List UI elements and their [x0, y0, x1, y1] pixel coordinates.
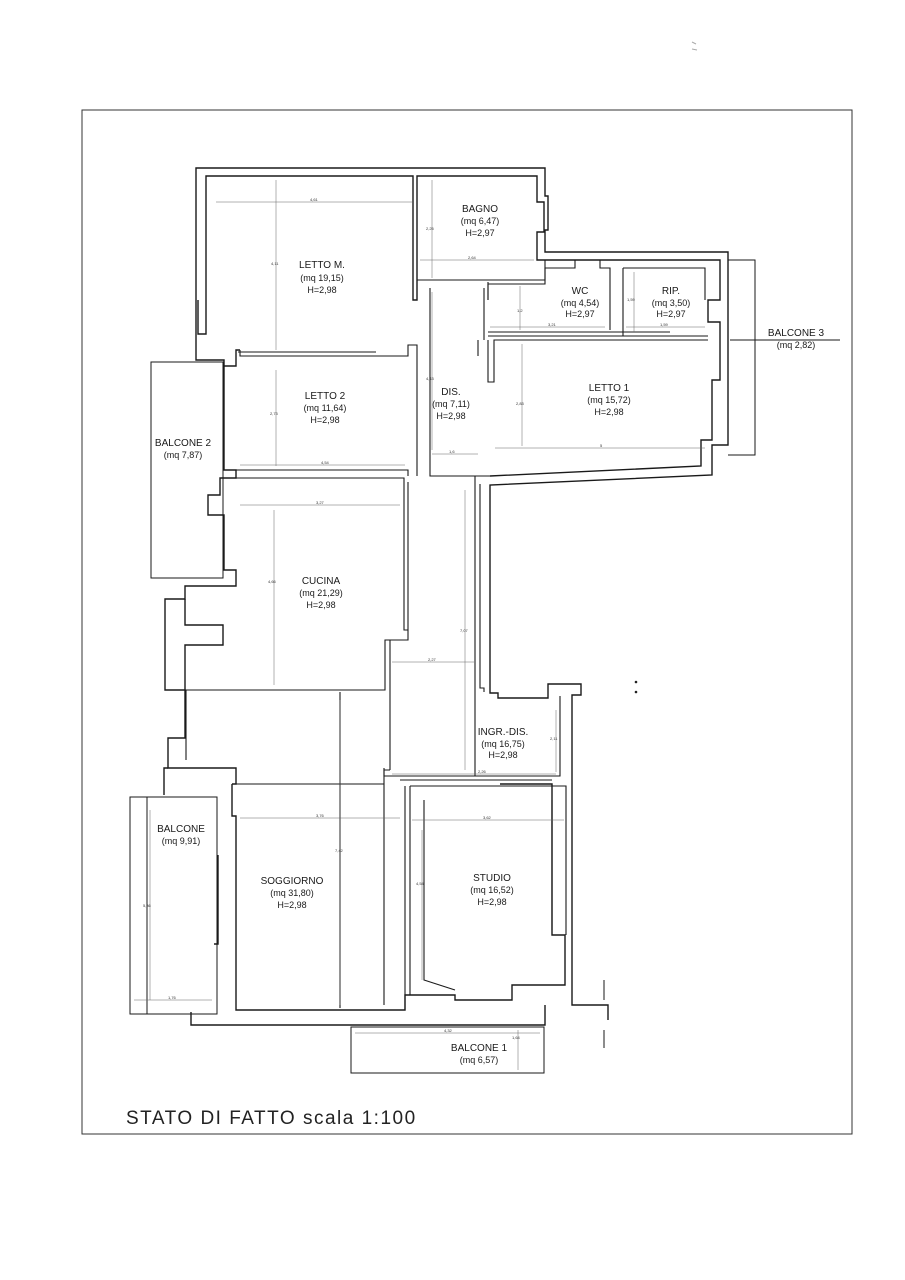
room-height: H=2,97 — [465, 228, 494, 238]
dim-ingr-h: 7,07 — [460, 628, 469, 633]
room-bagno: BAGNO (mq 6,47) H=2,97 — [461, 204, 500, 238]
dim-wc-w: 3,21 — [548, 322, 557, 327]
dim-letto-1-h: 2,83 — [516, 401, 525, 406]
room-height: H=2,97 — [565, 309, 594, 319]
room-name: STUDIO — [473, 873, 511, 884]
room-labels: LETTO M. (mq 19,15) H=2,98 BAGNO (mq 6,4… — [155, 204, 825, 1065]
room-balcone-2: BALCONE 2 (mq 7,87) — [155, 438, 212, 460]
dim-bagno-h: 2,25 — [426, 226, 435, 231]
room-dis: DIS. (mq 7,11) H=2,98 — [432, 387, 470, 421]
room-name: BALCONE 2 — [155, 438, 212, 449]
room-wc: WC (mq 4,54) H=2,97 — [561, 286, 600, 319]
balconies — [129, 259, 840, 1074]
room-area: (mq 4,54) — [561, 298, 600, 308]
room-height: H=2,98 — [306, 600, 335, 610]
room-area: (mq 31,80) — [270, 888, 314, 898]
balcone-2-outline — [150, 361, 224, 579]
room-height: H=2,98 — [277, 900, 306, 910]
dim-ingr-b-h: 2,11 — [550, 736, 558, 741]
room-area: (mq 11,64) — [304, 403, 347, 413]
dim-dis-w: 1,6 — [449, 449, 455, 454]
room-letto-1: LETTO 1 (mq 15,72) H=2,98 — [587, 383, 631, 417]
room-name: SOGGIORNO — [261, 876, 324, 887]
room-letto-2: LETTO 2 (mq 11,64) H=2,98 — [304, 391, 347, 425]
dim-studio-w: 3,62 — [483, 815, 492, 820]
dim-balcone-w: 1,76 — [168, 995, 177, 1000]
room-area: (mq 6,57) — [460, 1055, 499, 1065]
room-name: LETTO 1 — [589, 383, 630, 394]
dim-rip-w: 1,59 — [660, 322, 669, 327]
dim-studio-h: 4,54 — [416, 881, 425, 886]
exterior-walls — [163, 167, 729, 1026]
balcone-1-outline — [350, 1026, 545, 1074]
room-name: BALCONE 3 — [768, 328, 825, 339]
room-studio: STUDIO (mq 16,52) H=2,98 — [470, 873, 514, 907]
room-balcone-1: BALCONE 1 (mq 6,57) — [451, 1043, 508, 1065]
room-balcone-3: BALCONE 3 (mq 2,82) — [768, 328, 825, 350]
room-cucina: CUCINA (mq 21,29) H=2,98 — [299, 576, 343, 610]
room-letto-m: LETTO M. (mq 19,15) H=2,98 — [299, 260, 345, 295]
room-ingr-dis: INGR.-DIS. (mq 16,75) H=2,98 — [478, 727, 529, 760]
room-soggiorno: SOGGIORNO (mq 31,80) H=2,98 — [261, 876, 324, 910]
dim-rip-h: 1,59 — [627, 297, 636, 302]
room-area: (mq 7,11) — [432, 399, 470, 409]
room-height: H=2,98 — [594, 407, 623, 417]
dim-wc-h: 1,2 — [517, 308, 523, 313]
room-height: H=2,98 — [488, 750, 517, 760]
dim-balcone-1-w: 4,32 — [444, 1028, 453, 1033]
scan-marks — [634, 41, 698, 694]
balcone-3-outline — [728, 259, 756, 456]
dim-letto-m-h: 4,11 — [271, 261, 279, 266]
room-name: BAGNO — [462, 204, 498, 215]
room-height: H=2,98 — [477, 897, 506, 907]
dim-soggiorno-w: 3,76 — [316, 813, 325, 818]
dim-letto-m-w: 4,61 — [310, 197, 319, 202]
room-area: (mq 21,29) — [299, 588, 343, 598]
room-area: (mq 15,72) — [587, 395, 631, 405]
room-rip: RIP. (mq 3,50) H=2,97 — [652, 286, 691, 319]
balcone-outline — [129, 796, 218, 1015]
dim-cucina-w: 3,27 — [316, 500, 325, 505]
room-area: (mq 16,75) — [481, 739, 525, 749]
dimension-lines — [134, 180, 705, 1070]
room-name: LETTO M. — [299, 260, 345, 271]
dim-balcone-h: 5,36 — [143, 903, 152, 908]
room-height: H=2,98 — [310, 415, 339, 425]
dim-letto-2-w: 4,54 — [321, 460, 330, 465]
room-name: BALCONE 1 — [451, 1043, 508, 1054]
room-area: (mq 16,52) — [470, 885, 514, 895]
room-balcone: BALCONE (mq 9,91) — [157, 824, 205, 846]
dim-ingr-b-w: 2,26 — [478, 769, 487, 774]
room-area: (mq 2,82) — [777, 340, 816, 350]
room-height: H=2,97 — [656, 309, 685, 319]
dim-ingr-w: 2,27 — [428, 657, 437, 662]
room-name: LETTO 2 — [305, 391, 346, 402]
room-area: (mq 7,87) — [164, 450, 203, 460]
drawing-frame — [81, 109, 853, 1135]
room-name: DIS. — [441, 387, 460, 398]
room-height: H=2,98 — [307, 285, 336, 295]
dim-balcone-1-h: 1,64 — [512, 1035, 521, 1040]
room-name: BALCONE — [157, 824, 205, 835]
dim-bagno-w: 2,64 — [468, 255, 477, 260]
interior-walls — [185, 259, 708, 1010]
room-height: H=2,98 — [436, 411, 465, 421]
room-area: (mq 19,15) — [300, 273, 344, 283]
room-area: (mq 3,50) — [652, 298, 691, 308]
dim-letto-1-w: 5 — [600, 443, 603, 448]
room-name: CUCINA — [302, 576, 341, 587]
dim-soggiorno-h: 7,42 — [335, 848, 344, 853]
room-area: (mq 9,91) — [162, 836, 201, 846]
dim-letto-2-h: 2,73 — [270, 411, 279, 416]
drawing-title: STATO DI FATTO scala 1:100 — [126, 1108, 417, 1129]
room-area: (mq 6,47) — [461, 216, 500, 226]
dimension-labels: 4,61 4,11 2,64 2,25 3,21 1,2 1,59 1,59 4… — [143, 197, 669, 1040]
room-name: RIP. — [662, 286, 680, 297]
dim-cucina-h: 4,66 — [268, 579, 277, 584]
dim-dis-h: 4,43 — [426, 376, 435, 381]
room-name: INGR.-DIS. — [478, 727, 529, 738]
room-name: WC — [572, 286, 589, 297]
